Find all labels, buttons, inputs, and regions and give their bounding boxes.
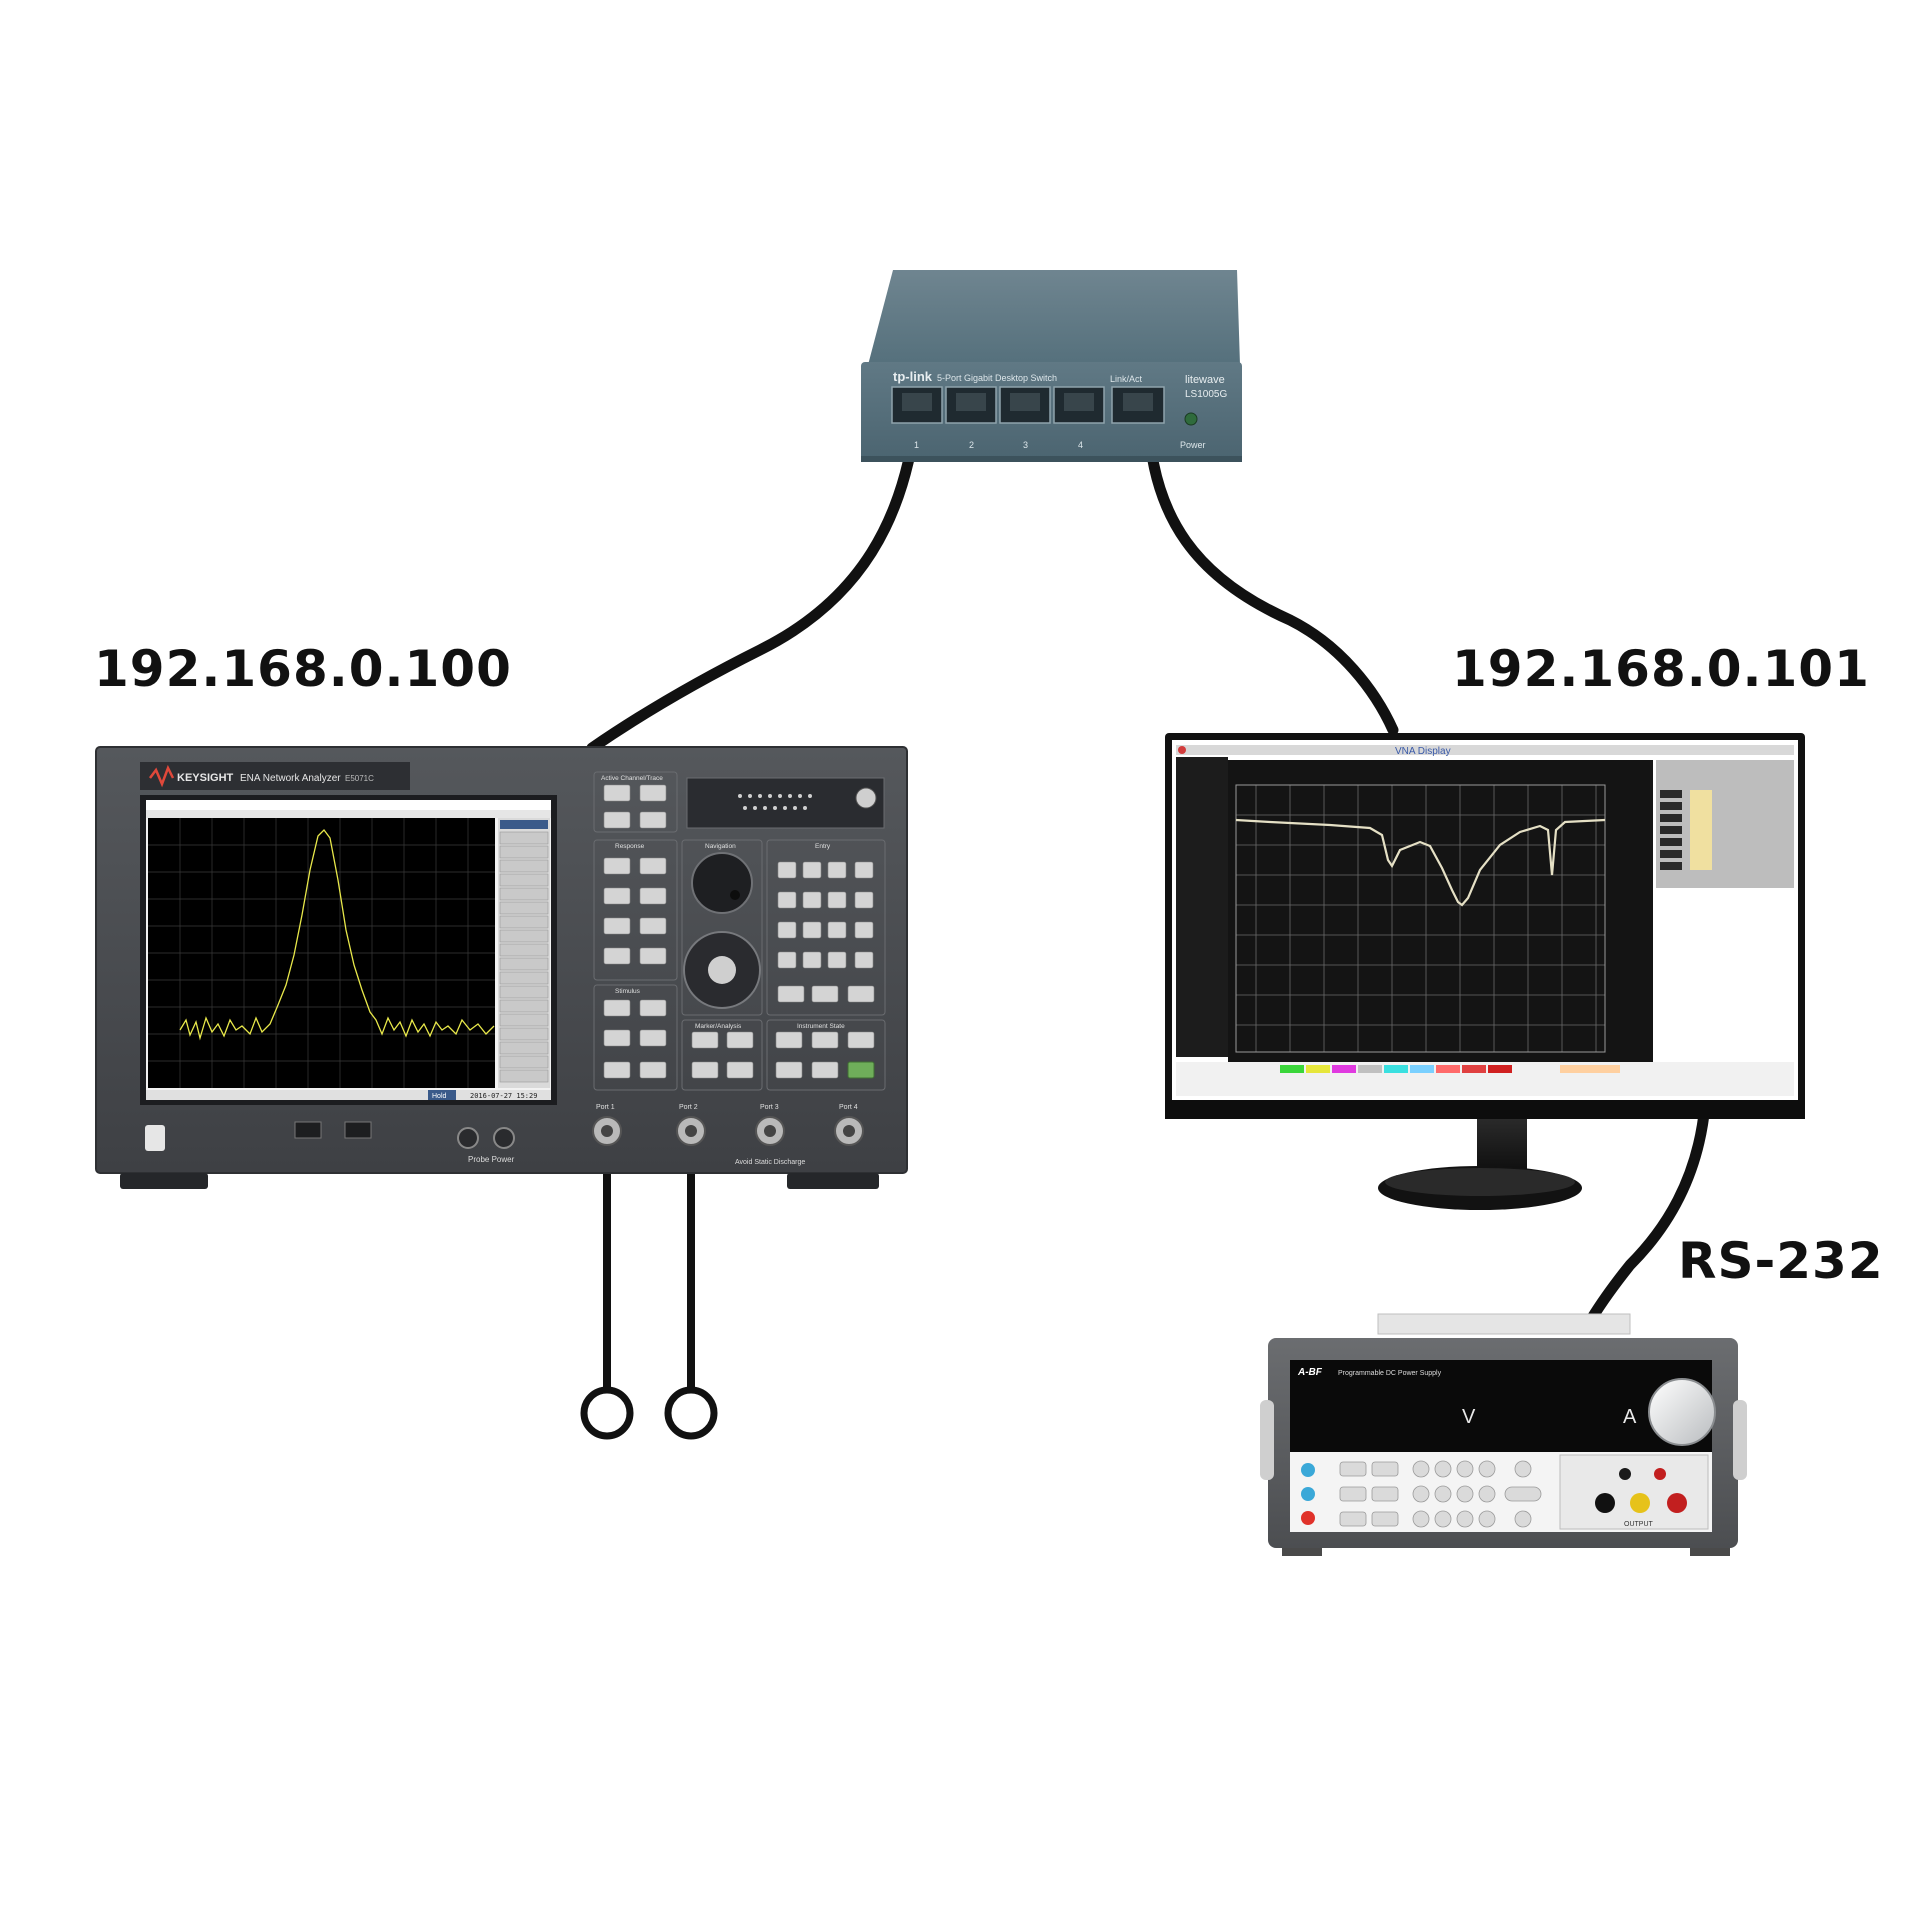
rf-terminal-port2 bbox=[664, 1386, 718, 1440]
group-label-navigation: Navigation bbox=[705, 843, 736, 850]
psu-keypad[interactable] bbox=[1339, 1460, 1542, 1528]
switch-port-uplink[interactable] bbox=[1111, 386, 1165, 424]
psu-output-label: OUTPUT bbox=[1624, 1521, 1654, 1528]
switch-ports bbox=[891, 386, 1165, 424]
probe-power-connector-2[interactable] bbox=[493, 1127, 515, 1149]
group-label-stimulus: Stimulus bbox=[615, 988, 641, 995]
ethernet-switch: tp-link 5-Port Gigabit Desktop Switch li… bbox=[861, 270, 1242, 462]
switch-power-label: Power bbox=[1180, 440, 1206, 450]
psu-product: Programmable DC Power Supply bbox=[1338, 1370, 1442, 1377]
rf-port-1[interactable] bbox=[592, 1116, 622, 1146]
power-led-icon bbox=[1184, 412, 1198, 426]
rf-port-2[interactable] bbox=[676, 1116, 706, 1146]
psu-mode-button-1[interactable] bbox=[1301, 1463, 1315, 1477]
group-label-instrument-state: Instrument State bbox=[797, 1023, 845, 1030]
switch-port-label-1: 1 bbox=[914, 440, 919, 450]
enter-button[interactable] bbox=[708, 956, 736, 984]
rf-port-3[interactable] bbox=[755, 1116, 785, 1146]
analyzer-model: E5071C bbox=[345, 774, 374, 783]
group-label-entry: Entry bbox=[815, 843, 831, 850]
ethernet-cable-analyzer bbox=[586, 404, 923, 754]
psu-volt-unit: V bbox=[1462, 1406, 1476, 1428]
pc-monitor: VNA Display bbox=[1165, 733, 1805, 1210]
switch-model: LS1005G bbox=[1185, 389, 1227, 400]
monitor-screen: VNA Display bbox=[1176, 745, 1794, 1096]
group-label-response: Response bbox=[615, 843, 645, 850]
port-label-2: Port 2 bbox=[679, 1104, 698, 1111]
terminal-negative[interactable] bbox=[1595, 1493, 1615, 1513]
terminal-pos-small[interactable] bbox=[1654, 1468, 1666, 1480]
network-analyzer: KEYSIGHT ENA Network Analyzer E5071C bbox=[95, 746, 908, 1189]
switch-link-label: Link/Act bbox=[1110, 374, 1143, 384]
analyzer-power-button[interactable] bbox=[145, 1125, 165, 1151]
switch-badge: litewave bbox=[1185, 374, 1225, 386]
port-label-3: Port 3 bbox=[760, 1104, 779, 1111]
probe-power-connector-1[interactable] bbox=[457, 1127, 479, 1149]
port-label-4: Port 4 bbox=[839, 1104, 858, 1111]
psu-power-button[interactable] bbox=[1301, 1511, 1315, 1525]
terminal-ground[interactable] bbox=[1630, 1493, 1650, 1513]
analyzer-screen-date: 2016-07-27 15:29 bbox=[470, 1092, 537, 1100]
dc-power-supply: A-BF Programmable DC Power Supply V A OU… bbox=[1260, 1313, 1747, 1556]
analyzer-ip-label: 192.168.0.100 bbox=[94, 640, 512, 698]
rs232-label: RS-232 bbox=[1678, 1232, 1884, 1290]
psu-adjust-knob[interactable] bbox=[1648, 1378, 1716, 1446]
switch-port-3[interactable] bbox=[999, 386, 1051, 424]
port-label-1: Port 1 bbox=[596, 1104, 615, 1111]
psu-mode-button-2[interactable] bbox=[1301, 1487, 1315, 1501]
switch-port-label-3: 3 bbox=[1023, 440, 1028, 450]
group-label-active-channel: Active Channel/Trace bbox=[601, 775, 663, 782]
switch-port-label-2: 2 bbox=[969, 440, 974, 450]
static-warning-label: Avoid Static Discharge bbox=[735, 1159, 805, 1166]
analyzer-brand: KEYSIGHT bbox=[177, 772, 234, 784]
switch-model-desc: 5-Port Gigabit Desktop Switch bbox=[937, 373, 1057, 383]
navigation-knob[interactable] bbox=[691, 852, 753, 914]
switch-port-label-4: 4 bbox=[1078, 440, 1083, 450]
analyzer-product: ENA Network Analyzer bbox=[240, 773, 341, 784]
preset-key[interactable] bbox=[847, 1061, 875, 1079]
monitor-trace bbox=[1235, 818, 1606, 907]
pc-ip-label: 192.168.0.101 bbox=[1452, 640, 1870, 698]
monitor-legend-swatches bbox=[1280, 1065, 1620, 1073]
switch-port-4[interactable] bbox=[1053, 386, 1105, 424]
switch-port-1[interactable] bbox=[891, 386, 943, 424]
analyzer-screen: Hold 2016-07-27 15:29 bbox=[146, 800, 551, 1100]
keysight-logo-icon bbox=[149, 764, 175, 788]
analyzer-screen-status: Hold bbox=[432, 1093, 447, 1100]
switch-brand: tp-link bbox=[893, 369, 933, 384]
switch-port-2[interactable] bbox=[945, 386, 997, 424]
analyzer-control-panel: Active Channel/Trace Response Navigation… bbox=[593, 771, 886, 1091]
usb-port-icon bbox=[294, 1121, 372, 1139]
terminal-positive[interactable] bbox=[1667, 1493, 1687, 1513]
rf-terminal-port1 bbox=[580, 1386, 634, 1440]
analyzer-rf-ports: Port 1 Port 2 Port 3 Port 4 Avoid Static… bbox=[592, 1104, 864, 1166]
analyzer-keys[interactable] bbox=[603, 784, 875, 1079]
psu-brand: A-BF bbox=[1297, 1367, 1323, 1378]
ethernet-cable-pc bbox=[1142, 404, 1399, 736]
rs232-cable bbox=[1586, 1099, 1711, 1324]
probe-power-label: Probe Power bbox=[468, 1155, 515, 1164]
terminal-neg-small[interactable] bbox=[1619, 1468, 1631, 1480]
cables bbox=[586, 404, 1711, 1394]
rf-port-4[interactable] bbox=[834, 1116, 864, 1146]
group-label-marker: Marker/Analysis bbox=[695, 1023, 742, 1030]
psu-amp-unit: A bbox=[1623, 1406, 1637, 1428]
analyzer-trace bbox=[179, 829, 495, 1041]
monitor-window-title: VNA Display bbox=[1395, 746, 1451, 757]
